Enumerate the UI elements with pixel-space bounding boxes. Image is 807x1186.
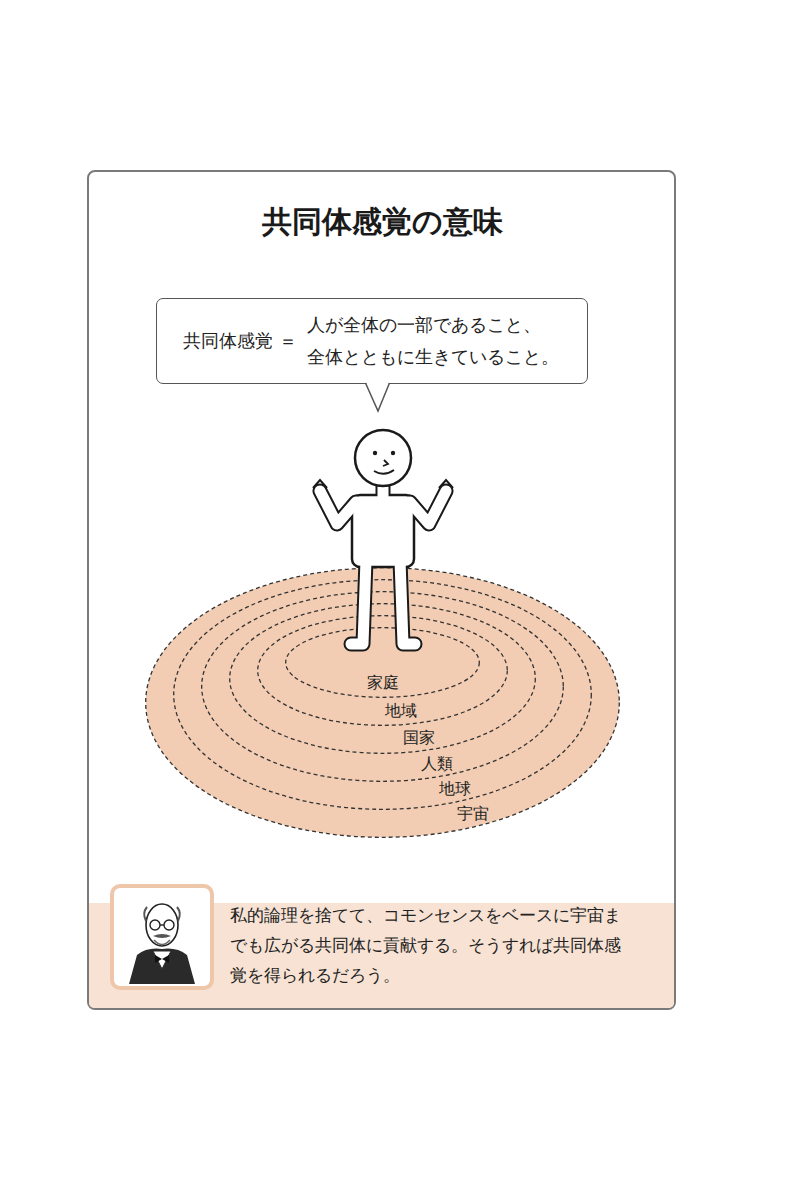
figure-hand <box>313 480 327 488</box>
title-row: 共同体感覚の意味 <box>0 0 764 40</box>
portrait-tie <box>155 955 169 963</box>
ring-ellipse <box>202 592 564 782</box>
ring-label: 人類 <box>421 755 453 772</box>
bubble-tail-fill <box>365 380 390 411</box>
figure-outline <box>320 480 446 644</box>
speech-bubble: 共同体感覚 ＝ 人が全体の一部であること、 全体とともに生きていること。 <box>156 298 588 384</box>
portrait-frame <box>112 886 212 988</box>
ring-ellipse <box>258 616 508 726</box>
portrait-head <box>146 904 178 946</box>
ring-label: 国家 <box>403 729 435 746</box>
ring-ellipse <box>146 568 620 838</box>
figure-nose <box>383 460 388 466</box>
ring-label: 地球 <box>439 780 471 797</box>
diagram-title: 共同体感覚の意味 <box>262 202 503 242</box>
community-ring: 地域 家庭 <box>257 615 508 726</box>
portrait-glasses <box>164 920 174 930</box>
ring-ellipse <box>174 580 592 810</box>
ring-label: 地域 <box>385 702 417 719</box>
term-text: 共同体感覚 ＝ <box>183 325 297 357</box>
figure-fill <box>320 480 446 644</box>
ring-ellipse <box>230 604 536 754</box>
community-ring: 家庭 <box>285 627 480 698</box>
figure-torso-fill <box>354 497 412 565</box>
portrait-illustration <box>109 883 215 991</box>
bubble-tail <box>365 380 391 414</box>
portrait-coat <box>129 949 195 984</box>
note-band: 私的論理を捨てて、コモンセンスをベースに宇宙までも広がる共同体に貢献する。そうす… <box>89 903 674 1008</box>
portrait-beard <box>154 940 170 945</box>
community-ring: 人類 国家 地域 家庭 <box>201 591 564 782</box>
ring-ellipse <box>286 628 480 698</box>
figure-eye <box>391 451 395 455</box>
bubble-tail-line <box>366 383 390 411</box>
community-ring: 国家 地域 家庭 <box>229 603 536 754</box>
ring-label: 家庭 <box>367 674 399 691</box>
portrait-mustache <box>153 934 171 938</box>
figure-head <box>355 430 411 486</box>
figure-eye <box>373 451 377 455</box>
figure-mouth <box>374 470 394 474</box>
portrait-glasses <box>150 920 160 930</box>
community-ring: 宇宙地球人類国家地域家庭 <box>145 567 620 838</box>
figure-hand <box>439 480 453 488</box>
community-ring: 地球 人類 国家 地域 家庭 <box>173 579 592 810</box>
definition-text: 人が全体の一部であること、 全体とともに生きていること。 <box>307 309 561 373</box>
frame-border <box>88 171 675 1009</box>
figure-torso-outline <box>352 495 414 567</box>
portrait-hair <box>144 907 180 921</box>
note-text: 私的論理を捨てて、コモンセンスをベースに宇宙までも広がる共同体に貢献する。そうす… <box>230 900 635 990</box>
portrait-shirt <box>153 951 171 969</box>
ring-label: 宇宙 <box>457 805 489 822</box>
portrait-glasses <box>160 924 164 925</box>
